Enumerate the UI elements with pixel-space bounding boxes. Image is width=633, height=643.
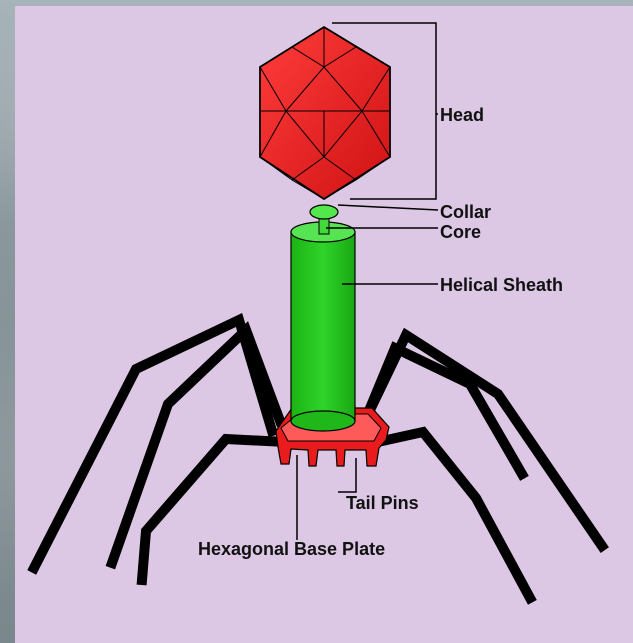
helical-sheath <box>291 222 355 431</box>
label-core: Core <box>440 222 481 242</box>
label-hexagonal-base-plate: Hexagonal Base Plate <box>198 539 385 559</box>
capsid-head <box>260 27 390 199</box>
label-head: Head <box>440 105 484 125</box>
label-tail-pins: Tail Pins <box>346 493 419 513</box>
label-collar: Collar <box>440 202 491 222</box>
label-helical-sheath: Helical Sheath <box>440 275 563 295</box>
